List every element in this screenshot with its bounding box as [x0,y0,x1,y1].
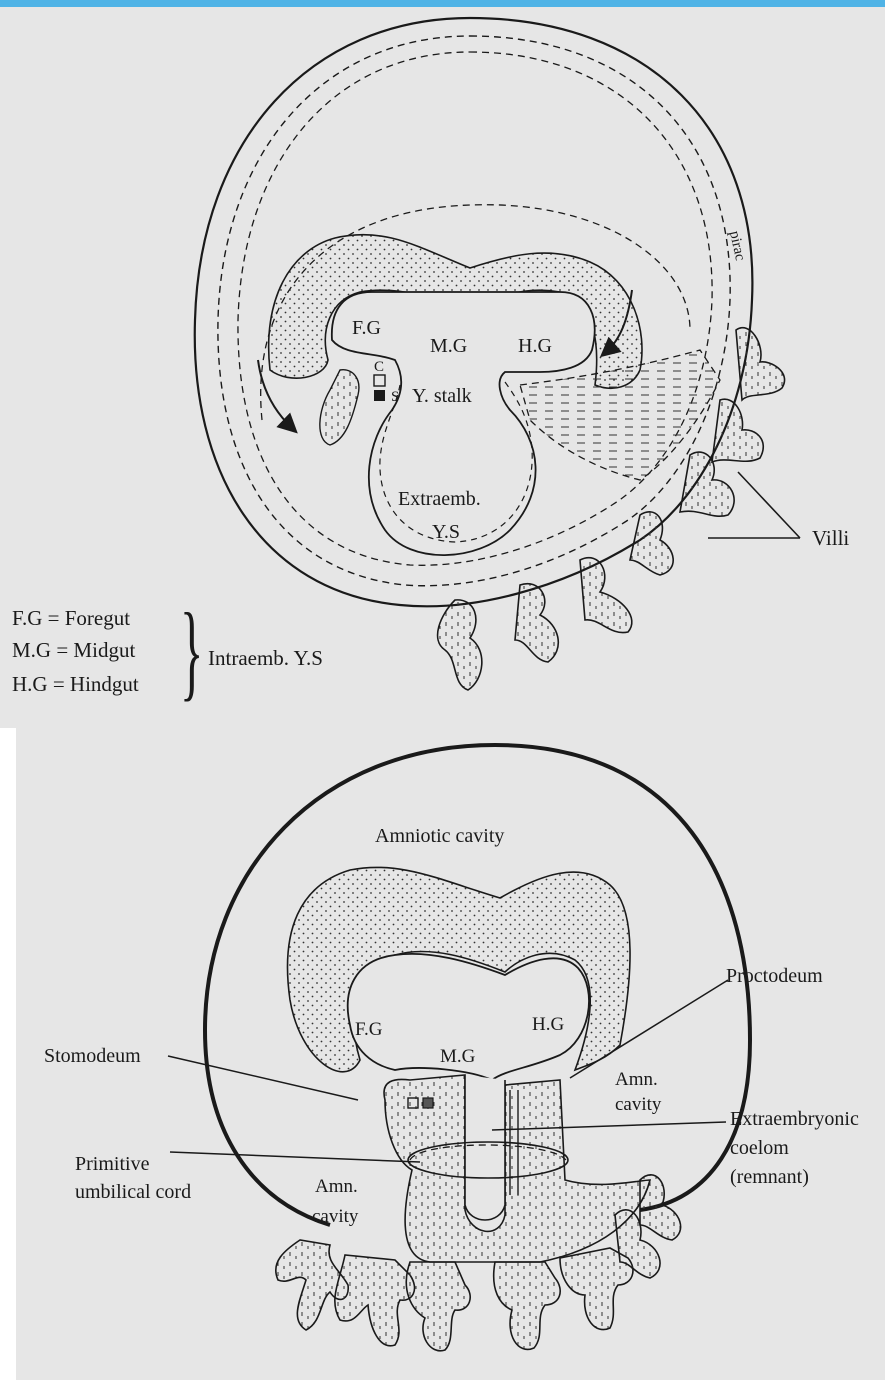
villus-top-2 [711,398,765,464]
amnion-dashed-inner [237,51,713,566]
coelom-pointer [491,1121,727,1131]
villus-top-4 [629,511,674,576]
bottom-label-stomodeum: Stomodeum [44,1045,141,1067]
bottom-label-primitive-2: umbilical cord [75,1181,191,1203]
bottom-marker-box-1 [407,1097,419,1109]
amnion-bold-outline [202,743,753,1227]
bottom-label-amniotic-cavity: Amniotic cavity [375,825,504,847]
cord-ring [407,1141,569,1179]
villus-top-6 [514,582,560,663]
bottom-label-coelom-3: (remnant) [730,1166,809,1188]
bottom-label-hg: H.G [532,1014,564,1035]
top-accent-bar [0,0,885,7]
villi-pointer-1 [737,471,801,539]
top-label-s: S [391,389,399,405]
top-label-extraemb-2: Y.S [432,521,460,543]
legend-group-label: Intraemb. Y.S [208,646,323,670]
bottom-marker-box-2 [422,1097,434,1109]
yolk-stalk-channel [464,1075,506,1221]
bottom-label-fg: F.G [355,1019,383,1040]
bottom-label-amn-right-1: Amn. [615,1069,658,1090]
top-label-yolk-stalk: Y. stalk [412,385,472,407]
top-side-handwriting: pirac [726,230,748,263]
legend-item-foregut: F.G = Foregut [12,606,131,630]
top-label-c: C [374,359,384,375]
proctodeum-pointer [569,979,729,1079]
cord-pointer [169,1151,421,1163]
bottom-label-coelom-2: coelom [730,1137,789,1159]
villus-top-1 [735,327,786,402]
top-label-extraemb-1: Extraemb. [398,488,481,510]
villus-top-5 [579,557,633,634]
yolk-sac-dashed [379,381,533,543]
s-marker-box [374,390,385,401]
bottom-label-amn-right-2: cavity [615,1094,662,1115]
legend-item-midgut: M.G = Midgut [12,638,136,662]
bottom-label-primitive-1: Primitive [75,1153,150,1175]
top-label-villi: Villi [812,526,849,550]
bottom-label-amn-left-1: Amn. [315,1176,358,1197]
villus-top-7 [436,599,483,691]
bottom-diagram: Amniotic cavity F.G M.G H.G Proctodeum S… [44,743,859,1352]
cord-ring-dashed [409,1144,567,1161]
bottom-label-amn-left-2: cavity [312,1206,359,1227]
top-diagram: F.G M.G H.G C S Y. stalk Extraemb. Y.S V… [193,16,849,691]
gut-legend: F.G = Foregut M.G = Midgut H.G = Hindgut… [12,592,352,720]
fold-arrow-right [599,289,633,358]
amnion-dashed-outer [217,35,731,587]
top-label-fg: F.G [352,317,381,339]
villus-top-3 [679,451,735,517]
top-label-hg: H.G [518,335,552,357]
fold-arrow-left [257,359,298,434]
villus-bottom-3 [405,1261,471,1352]
bottom-label-mg: M.G [440,1046,476,1067]
c-marker-box [373,374,386,387]
villus-bottom-2 [334,1254,416,1347]
gut-tube [331,291,596,556]
gut-tube-bottom [346,952,590,1082]
stomodeum-pointer [167,1055,359,1101]
bottom-label-coelom-1: Extraembryonic [730,1108,859,1130]
villus-bottom-4 [493,1261,561,1351]
caudal-connecting-stalk [519,349,721,481]
villi-top [436,327,786,691]
villi-bottom [275,1174,682,1352]
villus-bottom-5 [559,1247,634,1331]
bottom-label-proctodeum: Proctodeum [726,965,823,987]
villus-bottom-6 [614,1209,661,1279]
panel-divider [0,728,16,1380]
legend-item-hindgut: H.G = Hindgut [12,672,139,696]
cephalic-fold [319,369,360,446]
villus-bottom-7 [639,1174,682,1241]
top-label-mg: M.G [430,335,467,357]
chorion-outline [193,16,754,608]
legend-brace: } [180,592,204,711]
